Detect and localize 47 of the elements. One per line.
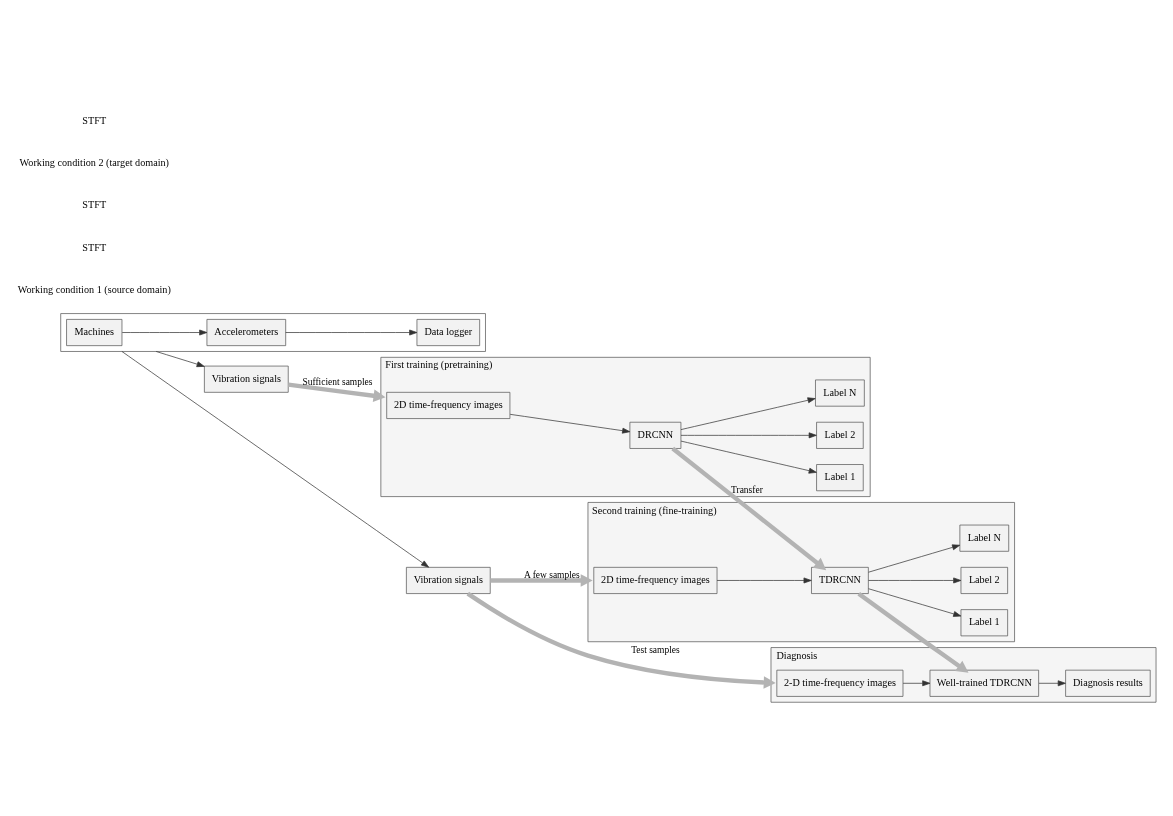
node-box: Label 2 — [816, 421, 864, 449]
node-box: 2-D time-frequency images — [776, 669, 904, 697]
node-box: Label 1 — [816, 464, 864, 492]
label: Working condition 1 (source domain) — [17, 283, 171, 295]
label: STFT — [82, 114, 107, 126]
arrow — [466, 591, 776, 689]
node-box: Machines — [66, 319, 123, 346]
node-box: Label N — [815, 379, 865, 407]
arrow — [680, 397, 816, 430]
label: STFT — [82, 241, 107, 253]
arrow — [680, 432, 817, 439]
arrow — [509, 413, 631, 434]
node-box: Label N — [959, 524, 1010, 552]
arrow — [288, 382, 386, 403]
arrow — [868, 577, 962, 584]
edge-label: Sufficient samples — [302, 376, 373, 387]
arrow — [490, 574, 593, 587]
edge-label: Test samples — [631, 644, 680, 655]
node-box: Data logger — [416, 319, 481, 346]
label: Working condition 2 (target domain) — [19, 157, 170, 169]
node-box: 2D time-frequency images — [386, 391, 511, 419]
arrow — [121, 329, 208, 336]
arrow — [680, 440, 817, 474]
arrow — [868, 588, 962, 617]
label: STFT — [82, 199, 107, 211]
node-box: Label 2 — [960, 566, 1008, 594]
node-box: DRCNN — [629, 421, 682, 449]
arrow — [902, 680, 931, 687]
node-box: 2D time-frequency images — [593, 566, 718, 594]
arrow — [1038, 680, 1066, 687]
arrow — [285, 329, 418, 336]
arrow — [155, 351, 205, 368]
node-box: Diagnosis results — [1065, 669, 1151, 697]
cluster — [60, 313, 486, 352]
arrow — [868, 544, 961, 573]
node-box: TDRCNN — [811, 566, 869, 594]
arrow — [121, 351, 430, 568]
node-box: Vibration signals — [204, 365, 289, 393]
node-box: Vibration signals — [406, 566, 491, 594]
node-box: Accelerometers — [206, 319, 287, 346]
arrow — [716, 577, 812, 584]
node-box: Label 1 — [960, 609, 1008, 637]
edge-label: A few samples — [523, 569, 580, 580]
node-box: Well-trained TDRCNN — [929, 669, 1039, 697]
arrow — [671, 446, 827, 571]
edge-label: Transfer — [731, 484, 763, 495]
arrow — [857, 591, 969, 673]
